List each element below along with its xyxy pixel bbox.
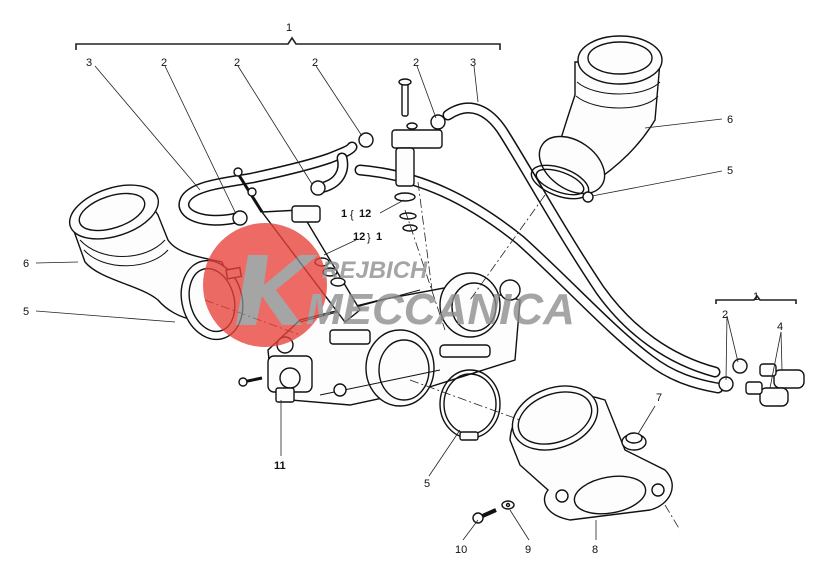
callout-4-right: 4 <box>777 321 783 333</box>
hose-fittings <box>232 114 748 392</box>
axis-line-1 <box>469 194 546 301</box>
callout-5-left: 5 <box>23 306 29 318</box>
axis-line-6 <box>417 181 433 291</box>
callout-11: 11 <box>274 460 286 472</box>
callout-5-bottom: 5 <box>424 478 430 490</box>
watermark-logo: REJBICH MECCANICA <box>203 223 575 347</box>
vacuum-hose-right-upper <box>442 102 721 378</box>
axis-line-5 <box>664 504 681 531</box>
manifold-screw <box>472 508 497 524</box>
callout-12-a-brace: { <box>350 209 354 221</box>
hose-t-fitting <box>391 78 443 232</box>
hose-clamp-right <box>530 164 594 203</box>
callout-3-left: 3 <box>86 57 92 69</box>
callout-2-b: 2 <box>234 57 240 69</box>
callout-12-b: 12 <box>353 231 365 243</box>
callout-9: 9 <box>525 544 531 556</box>
callout-6-left: 6 <box>23 258 29 270</box>
intake-duct-right <box>538 35 663 195</box>
axis-line-4 <box>409 379 521 421</box>
callout-1-top: 1 <box>286 22 292 34</box>
callout-5-right: 5 <box>727 165 733 177</box>
callout-2-c: 2 <box>312 57 318 69</box>
leader-lines <box>35 65 783 541</box>
callout-7: 7 <box>656 392 662 404</box>
watermark-line1: REJBICH <box>322 257 428 284</box>
throttle-screw <box>238 376 263 387</box>
callout-12-a: 12 <box>359 208 371 220</box>
group-bracket-top <box>75 36 501 50</box>
callout-10: 10 <box>455 544 467 556</box>
callout-6-right: 6 <box>727 114 733 126</box>
group-bracket-right <box>715 294 797 304</box>
throttle-body <box>267 272 521 407</box>
small-bolt-left <box>233 167 264 213</box>
callout-1-right: 1 <box>753 291 759 303</box>
callout-12-a-prefix: 1 <box>341 208 347 220</box>
washer <box>501 500 515 510</box>
callout-12-b-suffix: 1 <box>376 231 382 243</box>
hose-clamp-bottom <box>439 369 501 441</box>
axis-line-2 <box>404 209 446 331</box>
watermark-k <box>236 255 318 325</box>
callout-3-right: 3 <box>470 57 476 69</box>
vacuum-caps <box>745 363 805 407</box>
callout-2-right: 2 <box>722 309 728 321</box>
vacuum-hose-right-lower <box>354 164 724 394</box>
callout-labels: 1 3 2 2 2 2 3 6 5 6 5 1 { 12 12 } 1 1 2 … <box>23 22 783 556</box>
callout-8: 8 <box>592 544 598 556</box>
callout-2-a: 2 <box>161 57 167 69</box>
intake-manifold <box>509 385 673 521</box>
callout-12-b-brace: } <box>367 232 371 244</box>
watermark-line2: MECCANICA <box>306 285 575 334</box>
callout-2-d: 2 <box>413 57 419 69</box>
rubber-grommet <box>621 432 647 451</box>
